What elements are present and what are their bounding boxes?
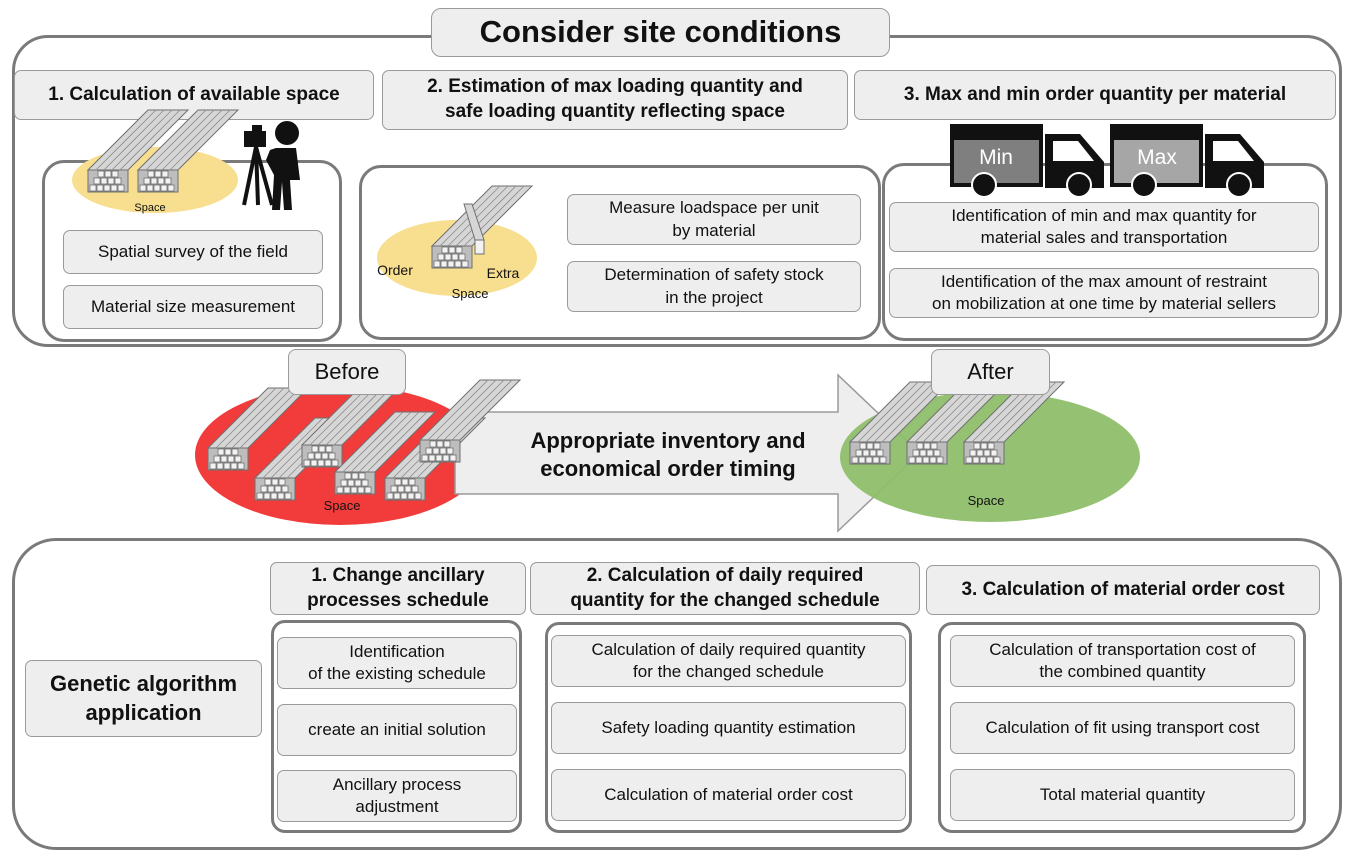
safety-stock-box: Determination of safety stock in the pro… [567,261,861,312]
spatial-survey-box: Spatial survey of the field [63,230,323,274]
restraint-line1: Identification of the max amount of rest… [940,271,1267,291]
initial-solution-box: create an initial solution [277,704,517,756]
total-quantity-box: Total material quantity [950,769,1295,821]
max-label: Max [1137,146,1177,169]
bottom-section2-header: 2. Calculation of daily required quantit… [530,562,920,615]
fit-transport-box: Calculation of fit using transport cost [950,702,1295,754]
ga-line1: Genetic algorithm [49,670,238,696]
section2-header: 2. Estimation of max loading quantity an… [382,70,848,130]
after-label: After [931,349,1050,395]
ancillary-adjustment-box: Ancillary process adjustment [277,770,517,822]
ancillary-adjustment-line1: Ancillary process [332,774,462,794]
ga-line2: application [85,699,202,725]
ancillary-adjustment-line2: adjustment [355,797,439,816]
before-label: Before [288,349,406,395]
transport-cost-line1: Calculation of transportation cost of [989,639,1256,659]
safety-stock-line1: Determination of safety stock [604,265,824,285]
existing-schedule-line1: Identification [349,641,445,661]
min-max-line2: material sales and transportation [980,228,1228,247]
arrow-text-line2: economical order timing [540,456,796,481]
extra-label: Extra [487,265,520,281]
min-truck-icon: Min [950,124,1104,198]
loadspace-box: Measure loadspace per unit by material [567,194,861,245]
diagram-title: Consider site conditions [431,8,890,57]
extra-pipe-icon [463,203,485,255]
bottom-section1-header: 1. Change ancillary processes schedule [270,562,526,615]
bottom-section2-line2: quantity for the changed schedule [570,589,880,611]
bottom-section2-line1: 2. Calculation of daily required [586,564,864,586]
transport-cost-line2: the combined quantity [1039,662,1206,681]
daily-quantity-line2: for the changed schedule [633,662,824,681]
before-space-label: Space [324,498,361,513]
min-max-line1: Identification of min and max quantity f… [951,205,1257,225]
section2-header-line1: 2. Estimation of max loading quantity an… [427,76,803,98]
existing-schedule-line2: of the existing schedule [308,664,486,683]
loadspace-line2: by material [672,220,756,240]
existing-schedule-box: Identification of the existing schedule [277,637,517,689]
order-label: Order [377,262,413,278]
section1-header: 1. Calculation of available space [14,70,374,120]
min-max-quantity-box: Identification of min and max quantity f… [889,202,1319,252]
arrow-text-line1: Appropriate inventory and [530,428,805,453]
daily-quantity-line1: Calculation of daily required quantity [591,639,866,659]
restraint-line2: on mobilization at one time by material … [932,294,1276,313]
camera-operator-icon [242,121,300,210]
space-label-1: Space [134,202,165,214]
after-space-label: Space [968,493,1005,508]
bottom-section1-line2: processes schedule [307,589,489,611]
material-size-box: Material size measurement [63,285,323,329]
section2-header-line2: safe loading quantity reflecting space [445,101,785,122]
daily-quantity-box: Calculation of daily required quantity f… [551,635,906,687]
loadspace-line1: Measure loadspace per unit [609,198,819,218]
min-label: Min [979,146,1013,169]
safety-loading-box: Safety loading quantity estimation [551,702,906,754]
max-truck-icon: Max [1110,124,1264,198]
safety-stock-line2: in the project [665,287,763,307]
ga-application-box: Genetic algorithm application [25,660,262,737]
material-order-cost-box: Calculation of material order cost [551,769,906,821]
bottom-section3-header: 3. Calculation of material order cost [926,565,1320,615]
bottom-section1-line1: 1. Change ancillary [311,564,485,586]
space-label-2: Space [452,286,489,301]
restraint-box: Identification of the max amount of rest… [889,268,1319,318]
section3-header: 3. Max and min order quantity per materi… [854,70,1336,120]
transport-cost-box: Calculation of transportation cost of th… [950,635,1295,687]
